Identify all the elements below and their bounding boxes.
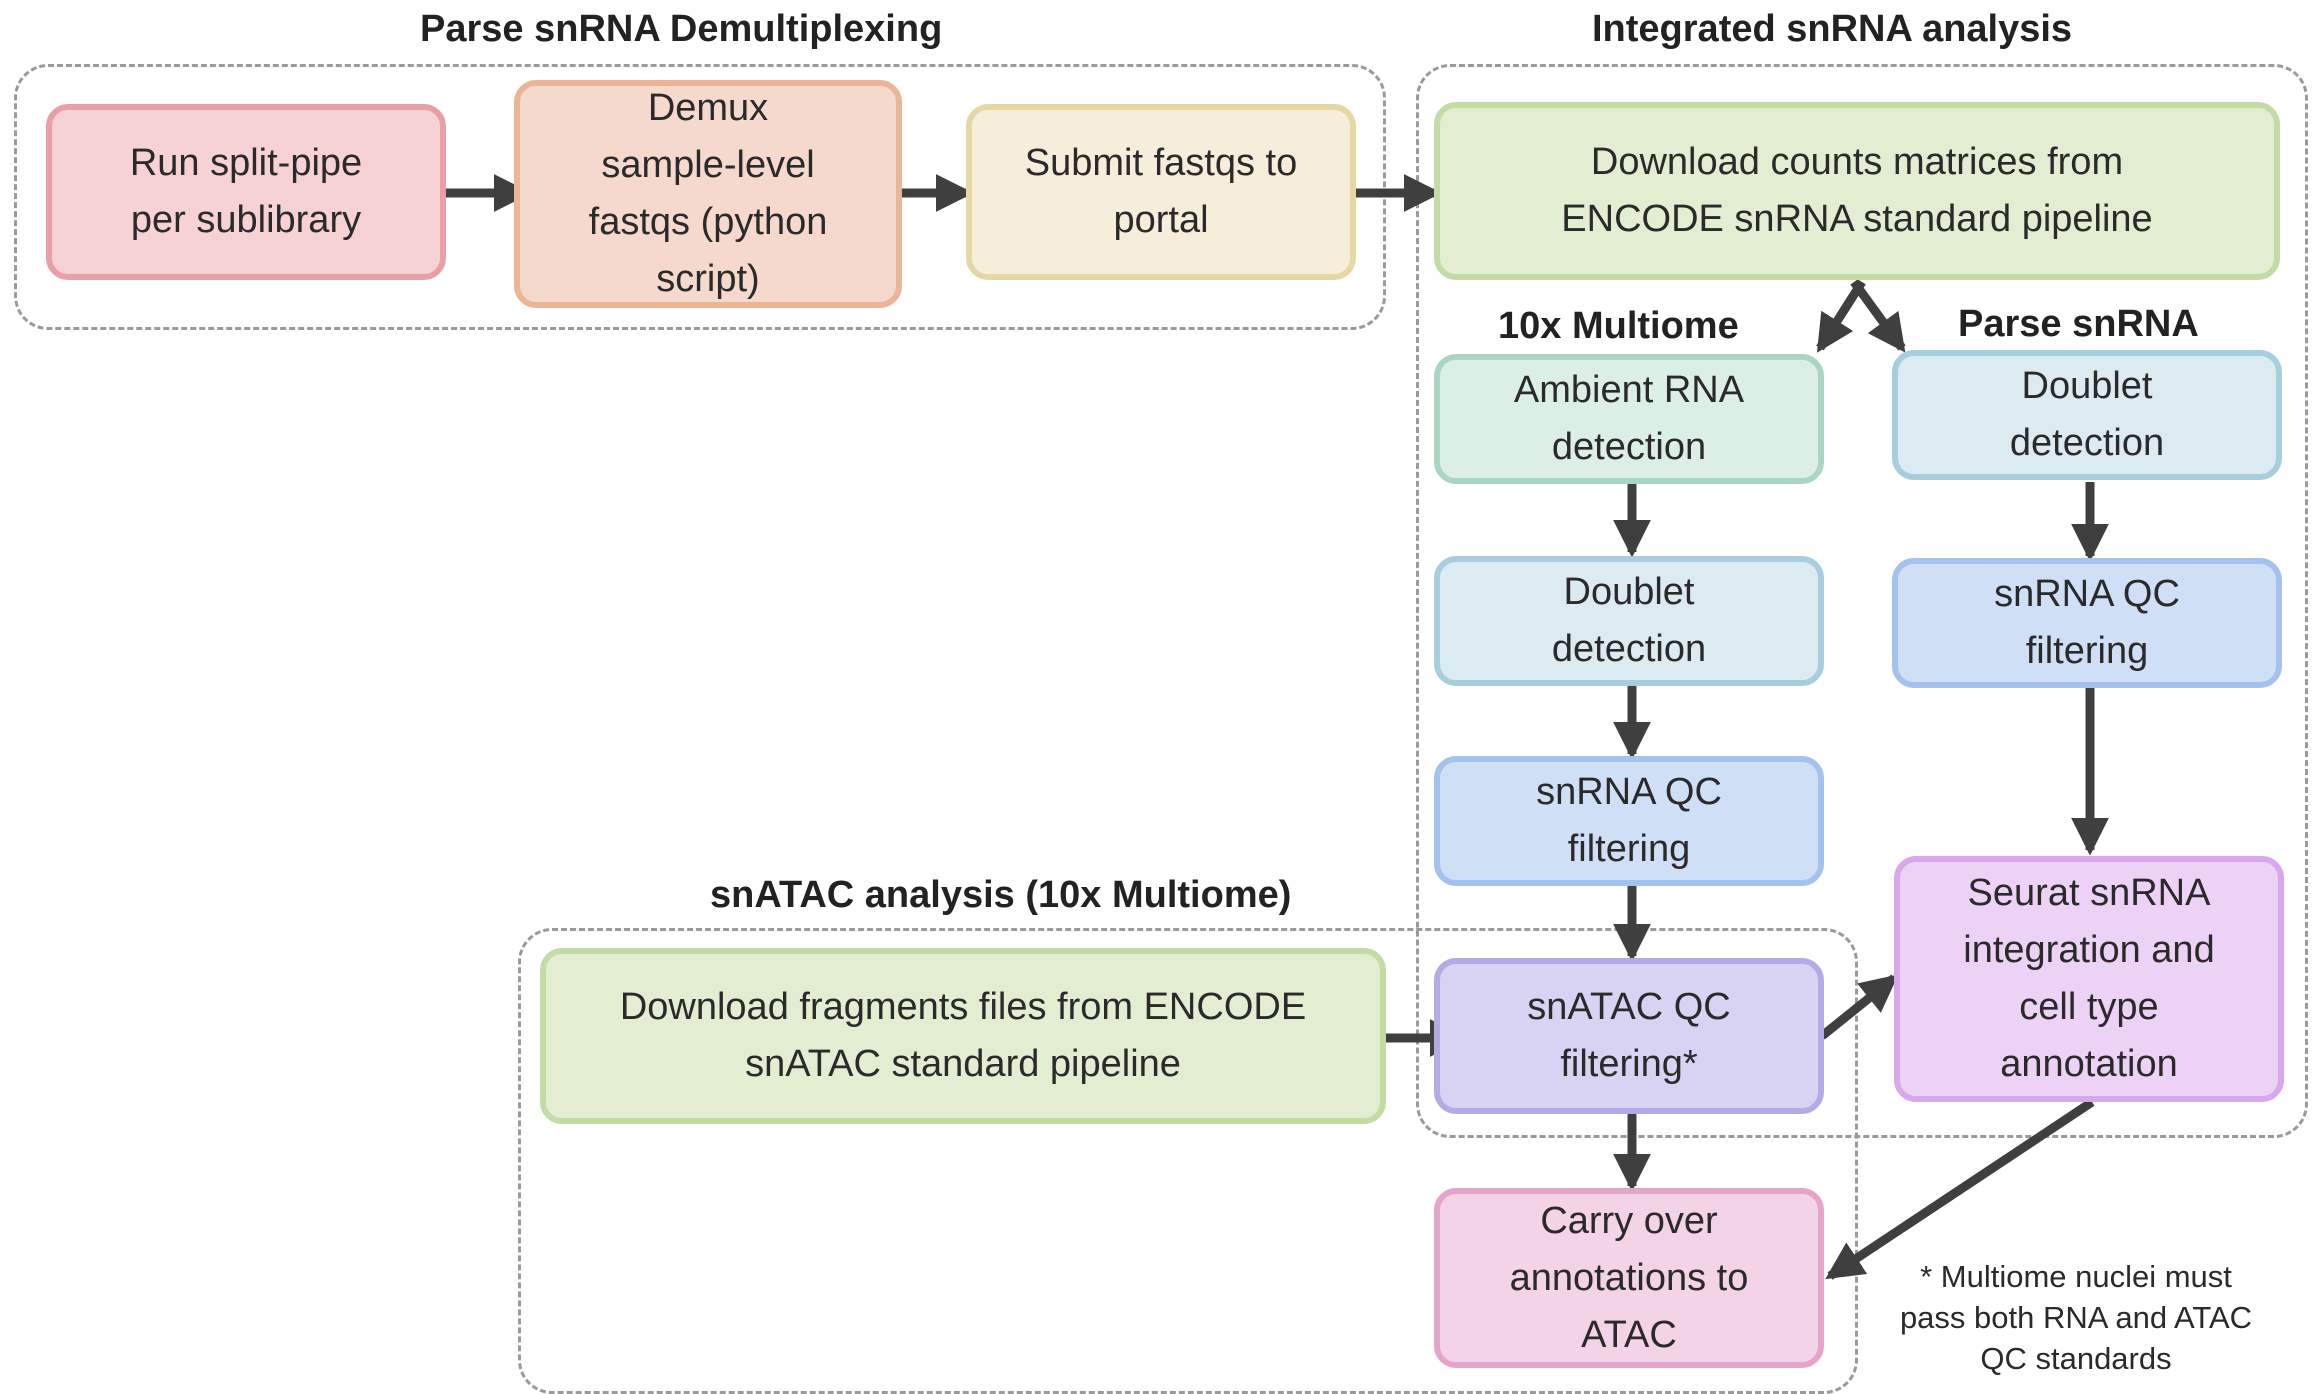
ambient-rna-node: Ambient RNA detection [1434, 354, 1824, 484]
multiome-branch-title: 10x Multiome [1498, 305, 1739, 347]
atac-group [518, 928, 1858, 1394]
demux-group-title: Parse snRNA Demultiplexing [420, 8, 943, 50]
doublet-multiome-node: Doublet detection [1434, 556, 1824, 686]
snatac-qc-node: snATAC QC filtering* [1434, 958, 1824, 1114]
arrow-download-to-doublet-parse [1850, 279, 1906, 353]
doublet-parse-node: Doublet detection [1892, 350, 2282, 480]
download-fragments-node: Download fragments files from ENCODE snA… [540, 948, 1386, 1124]
multiome-footnote: * Multiome nuclei must pass both RNA and… [1899, 1259, 2253, 1377]
snrna-qc-parse-node: snRNA QC filtering [1892, 558, 2282, 688]
parse-branch-title: Parse snRNA [1958, 303, 2199, 345]
integrated-group-title: Integrated snRNA analysis [1592, 8, 2073, 50]
demux-fastqs-node: Demux sample-level fastqs (python script… [514, 80, 902, 308]
download-counts-node: Download counts matrices from ENCODE snR… [1434, 102, 2280, 280]
carry-over-node: Carry over annotations to ATAC [1434, 1188, 1824, 1368]
snrna-qc-multiome-node: snRNA QC filtering [1434, 756, 1824, 886]
atac-group-title: snATAC analysis (10x Multiome) [710, 874, 1292, 916]
integrated-group [1416, 64, 2308, 1138]
seurat-node: Seurat snRNA integration and cell type a… [1894, 856, 2284, 1102]
arrow-snatac-qc-to-seurat [1819, 974, 1899, 1040]
submit-fastqs-node: Submit fastqs to portal [966, 104, 1356, 280]
arrow-seurat-to-carry-over [1825, 1098, 2095, 1280]
arrow-download-to-ambient [1816, 279, 1866, 353]
run-split-pipe-node: Run split-pipe per sublibrary [46, 104, 446, 280]
